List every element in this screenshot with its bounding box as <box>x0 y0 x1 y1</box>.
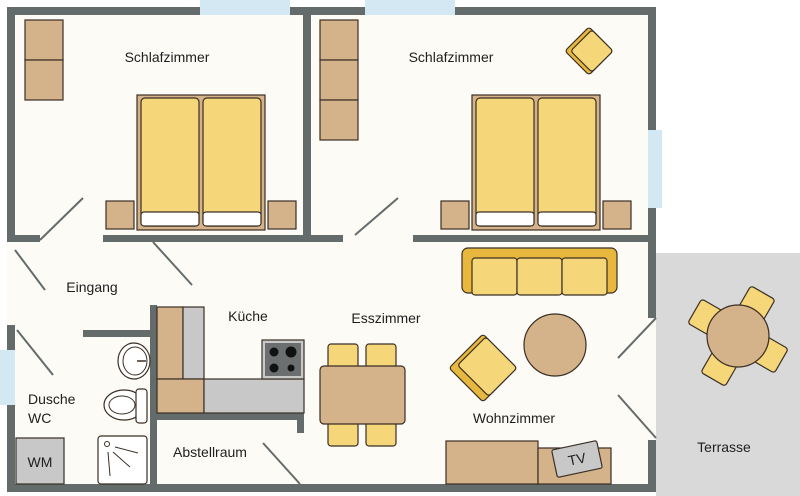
windows <box>0 0 662 405</box>
room-label-wc: WC <box>28 410 51 426</box>
room-label-kitchen: Küche <box>228 308 268 324</box>
terrace-table-set <box>688 286 788 386</box>
room-label-storage: Abstellraum <box>173 444 247 460</box>
wardrobe-left <box>24 19 64 101</box>
stove-icon <box>265 343 301 376</box>
armchair-bedroom <box>565 27 613 75</box>
room-label-bedroom-left: Schlafzimmer <box>125 49 210 65</box>
room-label-dining: Esszimmer <box>351 310 421 326</box>
room-label-terrace: Terrasse <box>697 439 751 455</box>
nightstand <box>440 200 470 230</box>
washing-machine-label: WM <box>28 454 53 470</box>
room-label-shower: Dusche <box>28 391 76 407</box>
sink-icon <box>117 342 151 380</box>
coffee-table <box>523 313 587 377</box>
sofa <box>461 247 618 296</box>
door-swings <box>14 197 657 485</box>
washing-machine: WM <box>15 437 65 485</box>
dining-set <box>319 343 406 447</box>
armchair-living <box>449 334 517 402</box>
room-label-entrance: Eingang <box>66 279 117 295</box>
room-label-living: Wohnzimmer <box>473 410 556 426</box>
nightstand <box>267 200 297 230</box>
toilet-icon <box>103 388 148 424</box>
tv-label: TV <box>567 449 588 469</box>
wardrobe-right <box>319 19 359 141</box>
inner-walls <box>7 7 656 492</box>
shower-icon <box>97 435 148 485</box>
nightstand <box>602 200 632 230</box>
double-bed-left <box>136 94 266 231</box>
double-bed-right <box>471 94 601 231</box>
nightstand <box>105 200 135 230</box>
room-label-bedroom-right: Schlafzimmer <box>409 49 494 65</box>
tv-sideboard: TV <box>445 440 612 485</box>
